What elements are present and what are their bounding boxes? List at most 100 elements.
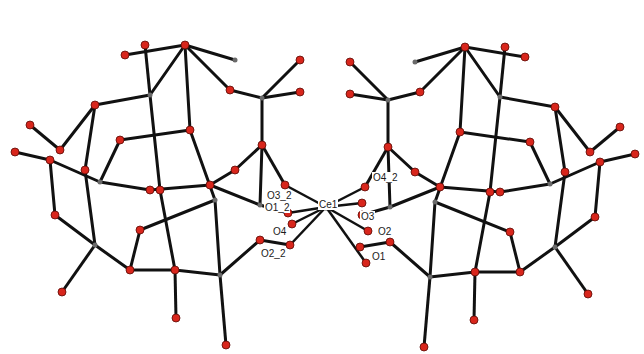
metal-atom <box>98 180 103 185</box>
oxygen-atom <box>384 143 392 151</box>
bond <box>150 95 175 270</box>
oxygen-atom <box>226 86 234 94</box>
bond <box>555 107 565 247</box>
metal-atom <box>148 93 153 98</box>
metal-atom <box>433 200 438 205</box>
oxygen-atom <box>364 227 372 235</box>
bond <box>460 132 550 184</box>
bond <box>590 127 620 152</box>
metal-atom <box>428 275 433 280</box>
oxygen-atom <box>116 136 124 144</box>
metal-atom <box>548 182 553 187</box>
bond <box>175 270 176 318</box>
oxygen-atom <box>461 43 469 51</box>
oxygen-atom <box>521 53 529 61</box>
oxygen-atom <box>358 199 366 207</box>
metal-atom <box>553 245 558 250</box>
bond <box>145 45 150 95</box>
oxygen-atom <box>281 181 289 189</box>
oxygen-atom <box>91 101 99 109</box>
oxygen-atom <box>516 268 524 276</box>
bond <box>210 145 262 185</box>
bond <box>500 47 505 97</box>
oxygen-atom <box>386 238 394 246</box>
oxygen-atom <box>470 316 478 324</box>
atom-label: O4 <box>272 226 287 237</box>
bond <box>15 152 288 213</box>
bond <box>362 154 635 215</box>
oxygen-atom <box>496 188 504 196</box>
oxygen-atom <box>416 88 424 96</box>
oxygen-atom <box>206 181 214 189</box>
oxygen-atom <box>58 288 66 296</box>
bond <box>424 277 430 347</box>
bond <box>350 62 388 100</box>
bonds <box>15 45 635 347</box>
oxygen-atom <box>346 58 354 66</box>
oxygen-atom <box>420 343 428 351</box>
oxygen-atom <box>26 121 34 129</box>
atom-label: O3_2 <box>266 190 292 201</box>
bond <box>62 245 95 292</box>
metal-atom <box>233 58 238 63</box>
oxygen-atom <box>361 183 369 191</box>
oxygen-atom <box>136 226 144 234</box>
oxygen-atom <box>456 128 464 136</box>
bond <box>130 200 215 270</box>
oxygen-atom <box>296 88 304 96</box>
oxygen-atom <box>258 141 266 149</box>
bond <box>555 247 588 294</box>
oxygen-atom <box>471 268 479 276</box>
bond <box>30 125 60 150</box>
metal-atom <box>258 203 263 208</box>
bond <box>474 272 475 320</box>
metal-atom <box>413 60 418 65</box>
oxygen-atom <box>81 166 89 174</box>
oxygen-atom <box>501 43 509 51</box>
oxygen-atom <box>506 228 514 236</box>
atom-label: O2_2 <box>260 248 286 259</box>
bond <box>388 100 390 207</box>
oxygen-atom <box>551 103 559 111</box>
oxygen-atom <box>231 166 239 174</box>
oxygen-atom <box>121 51 129 59</box>
oxygen-atom <box>171 266 179 274</box>
bond <box>60 45 300 150</box>
oxygen-atom <box>286 241 294 249</box>
oxygen-atom <box>11 148 19 156</box>
atom-label: O2 <box>377 226 392 237</box>
bond <box>262 60 300 98</box>
oxygen-atom <box>616 123 624 131</box>
oxygen-atom <box>591 213 599 221</box>
bond <box>430 47 465 277</box>
oxygen-atom <box>356 243 364 251</box>
atom-label: Ce1 <box>318 199 338 210</box>
oxygen-atom <box>172 314 180 322</box>
oxygen-atom <box>126 266 134 274</box>
oxygen-atom <box>411 168 419 176</box>
oxygen-atom <box>346 90 354 98</box>
oxygen-atom <box>222 341 230 349</box>
bond <box>220 275 226 345</box>
atoms <box>11 41 639 351</box>
oxygen-atom <box>584 290 592 298</box>
metal-atom <box>498 95 503 100</box>
oxygen-atom <box>561 168 569 176</box>
oxygen-atom <box>156 186 164 194</box>
bond <box>185 45 220 275</box>
bond <box>85 105 95 245</box>
oxygen-atom <box>362 259 370 267</box>
bond <box>262 145 285 185</box>
metal-atom <box>388 205 393 210</box>
oxygen-atom <box>296 56 304 64</box>
oxygen-atom <box>586 148 594 156</box>
atom-label: O3 <box>360 211 375 222</box>
oxygen-atom <box>186 126 194 134</box>
metal-atom <box>213 198 218 203</box>
oxygen-atom <box>631 150 639 158</box>
oxygen-atom <box>486 188 494 196</box>
oxygen-atom <box>436 183 444 191</box>
oxygen-atom <box>181 41 189 49</box>
bond <box>260 98 262 205</box>
